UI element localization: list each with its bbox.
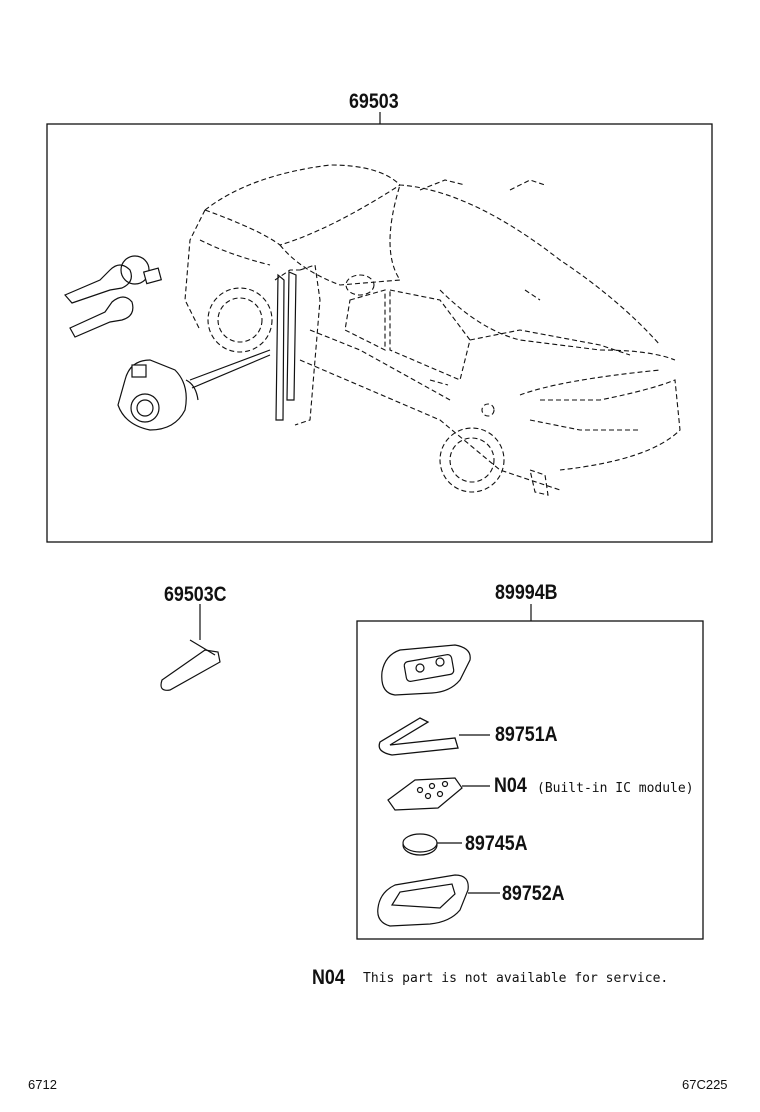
main-assembly-frame <box>46 112 713 543</box>
seal-ring-label[interactable]: 89751A <box>495 723 558 746</box>
seal-ring-icon <box>378 717 490 756</box>
footer-left-code: 6712 <box>28 1077 57 1092</box>
ic-module-label[interactable]: N04 <box>494 774 527 797</box>
battery-label[interactable]: 89745A <box>465 832 528 855</box>
ignition-cylinder-icon <box>117 349 271 431</box>
ignition-key <box>275 271 297 421</box>
ic-module-note: (Built-in IC module) <box>537 781 694 796</box>
footnote-text: This part is not available for service. <box>363 971 669 986</box>
key-pair-icon <box>64 255 163 338</box>
smart-key-label[interactable]: 89994B <box>495 581 558 604</box>
ic-module-icon <box>387 777 490 811</box>
main-assembly-label[interactable]: 69503 <box>349 90 399 113</box>
car-illustration <box>184 164 681 496</box>
footer-right-code: 67C225 <box>682 1077 728 1092</box>
footnote-code: N04 <box>312 966 345 989</box>
key-blade-label[interactable]: 69503C <box>164 583 227 606</box>
smart-key-cover-icon <box>381 644 471 696</box>
key-case-label[interactable]: 89752A <box>502 882 565 905</box>
smart-key-frame <box>356 604 704 940</box>
battery-icon <box>402 833 462 856</box>
key-blade-icon <box>160 604 221 691</box>
key-case-icon <box>377 874 500 927</box>
